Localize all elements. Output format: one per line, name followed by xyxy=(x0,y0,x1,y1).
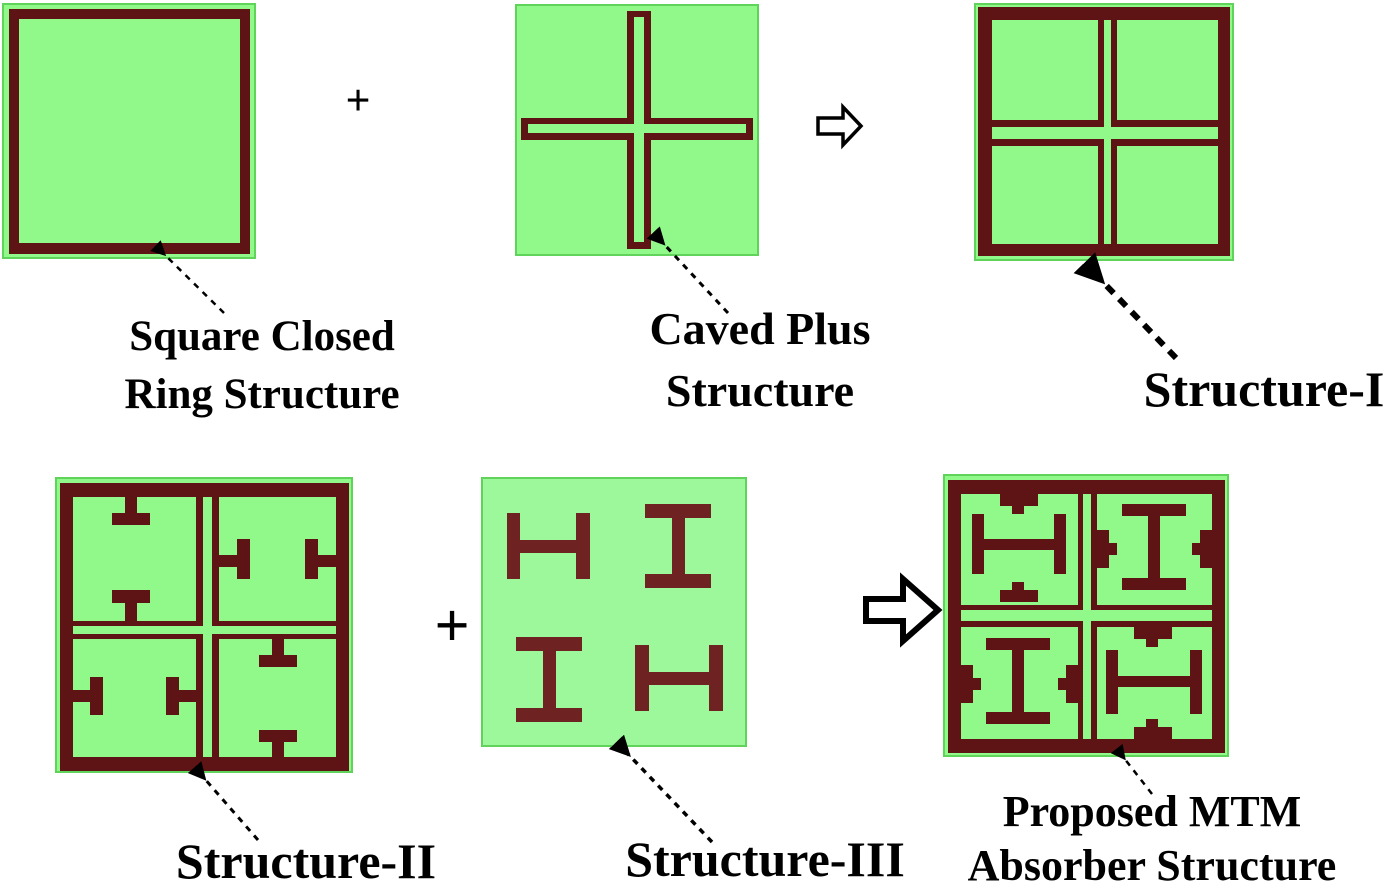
proposed-label-line1: Proposed MTM xyxy=(1003,787,1302,836)
square-ring-unit xyxy=(2,3,256,259)
substrate xyxy=(515,4,759,256)
result-arrow-bottom xyxy=(863,572,943,648)
h-i-resonators xyxy=(507,504,723,722)
frame-gap xyxy=(73,497,336,757)
caved-plus-pointer xyxy=(646,226,730,315)
structure-2-unit xyxy=(55,477,353,773)
structure-3-label: Structure-III xyxy=(625,831,905,884)
structure-1-unit xyxy=(974,3,1234,261)
square-ring-label-line1: Square Closed xyxy=(129,313,395,360)
structure-2-pointer xyxy=(187,761,260,841)
substrate xyxy=(481,477,747,747)
proposed-label-line2: Absorber Structure xyxy=(968,841,1337,884)
structure-2-label: Structure-II xyxy=(176,833,436,884)
result-arrow-top xyxy=(816,102,864,150)
structure-1-label: Structure-I xyxy=(1144,361,1385,417)
pointer-arrows xyxy=(150,226,1179,844)
structure-3-unit xyxy=(481,477,747,747)
plus-operator-bottom: + xyxy=(434,592,469,660)
caved-plus-label-line1: Caved Plus xyxy=(649,303,870,354)
proposed-absorber-unit xyxy=(943,474,1229,757)
frame-gap xyxy=(961,494,1212,739)
square-ring-pointer xyxy=(150,240,225,314)
ring-plus-gap xyxy=(992,20,1218,244)
substrate xyxy=(2,3,256,259)
plus-operator-top: + xyxy=(345,76,370,125)
combined-resonators xyxy=(961,494,1212,739)
caved-plus-unit xyxy=(515,4,759,256)
square-ring-label-line2: Ring Structure xyxy=(124,371,399,418)
t-stubs xyxy=(73,497,336,757)
structure-1-pointer xyxy=(1073,252,1179,361)
proposed-pointer xyxy=(1110,743,1153,795)
caved-plus-label-line2: Structure xyxy=(666,365,854,416)
structure-3-pointer xyxy=(608,734,714,844)
